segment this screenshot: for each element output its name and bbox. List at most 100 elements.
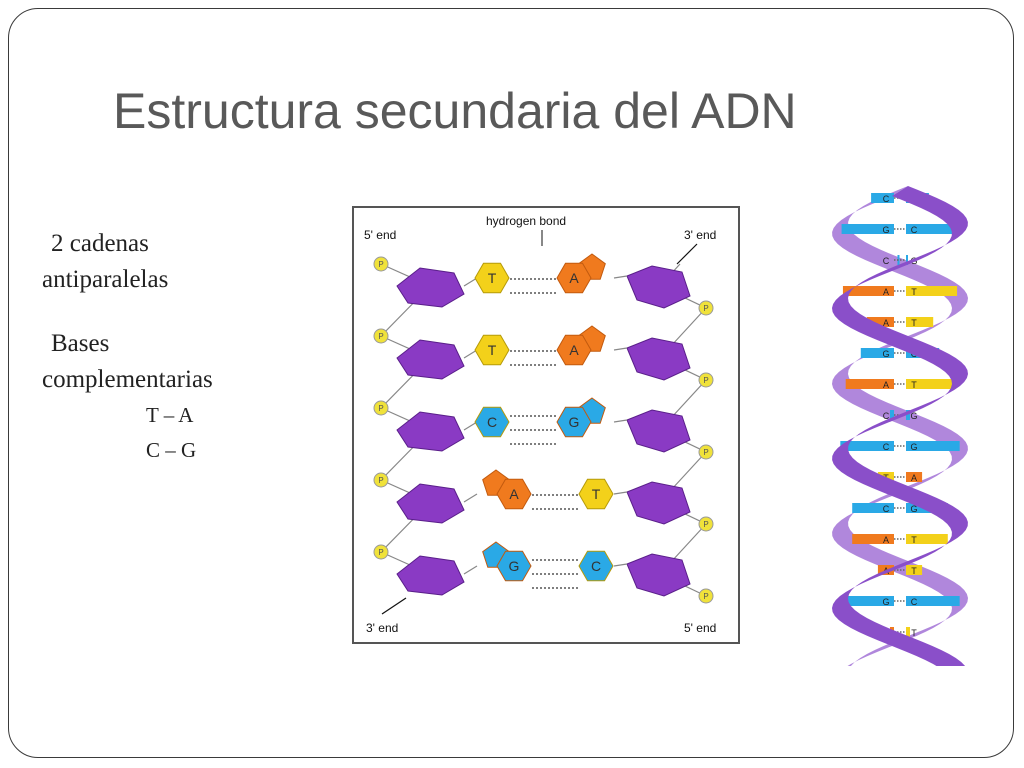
helix-base-C — [871, 193, 894, 203]
helix-base-label: G — [882, 225, 889, 235]
helix-base-G — [860, 348, 894, 358]
glycosidic-bond-right — [613, 563, 628, 567]
phosphate-label: P — [703, 592, 708, 601]
sugar-left-3 — [396, 483, 465, 524]
phosphate-right-3 — [698, 516, 714, 532]
helix-base-label: C — [883, 442, 890, 452]
phosphate-label: P — [378, 332, 383, 341]
purine-six-ring — [496, 478, 532, 510]
helix-base-G — [906, 441, 960, 451]
phosphate-right-0 — [698, 300, 714, 316]
phosphate-left-3 — [373, 472, 389, 488]
pyrimidine-ring — [474, 406, 510, 438]
helix-base-label: A — [883, 287, 889, 297]
phosphate-label: P — [703, 520, 708, 529]
phosphate-left-4 — [373, 544, 389, 560]
helix-base-T — [906, 379, 955, 389]
bullet-2-line-2: complementarias — [42, 366, 213, 393]
purine-six-ring — [556, 406, 592, 438]
helix-base-label: C — [911, 225, 918, 235]
dna-double-helix-illustration: CGGCCGATATGCATCGCGTACGATATGCAT — [832, 186, 968, 666]
bullet-1-line-2: antiparalelas — [42, 266, 169, 293]
phosphate-left-1 — [373, 328, 389, 344]
helix-base-label: G — [882, 597, 889, 607]
right-bottom-end-label: 5' end — [684, 621, 716, 635]
base-label: T — [488, 270, 497, 286]
base-label: A — [569, 270, 579, 286]
base-label: A — [569, 342, 579, 358]
helix-base-T — [906, 565, 923, 575]
nucleobase-C: C — [474, 406, 510, 438]
base-pair-ta: T – A — [146, 403, 194, 427]
left-backbone-strand — [379, 263, 432, 575]
base-label: A — [509, 486, 519, 502]
nucleobase-T: T — [474, 262, 510, 294]
glycosidic-bond-left — [463, 565, 478, 575]
helix-base-A — [866, 317, 894, 327]
helix-base-T — [906, 286, 958, 296]
helix-base-T — [906, 627, 911, 637]
glycosidic-bond-right — [613, 275, 628, 279]
bullet-1-line-1: 2 cadenas — [51, 230, 149, 257]
pyrimidine-ring — [578, 550, 614, 582]
phosphate-left-0 — [373, 256, 389, 272]
phosphate-right-4 — [698, 588, 714, 604]
phosphate-right-1 — [698, 372, 714, 388]
sugar-right-0 — [626, 265, 691, 309]
helix-base-label: G — [910, 411, 917, 421]
helix-base-A — [842, 286, 894, 296]
sugar-right-1 — [626, 337, 691, 381]
helix-base-C — [840, 441, 894, 451]
pyrimidine-ring — [578, 478, 614, 510]
phosphate-label: P — [378, 404, 383, 413]
nucleobase-A: A — [556, 253, 606, 294]
helix-base-label: C — [883, 504, 890, 514]
sugar-right-4 — [626, 553, 691, 597]
helix-base-label: C — [911, 597, 918, 607]
helix-base-G — [906, 410, 911, 420]
helix-base-A — [845, 379, 894, 389]
glycosidic-bond-right — [613, 491, 628, 495]
glycosidic-bond-left — [463, 493, 478, 503]
helix-base-label: A — [883, 318, 889, 328]
nucleobase-A: A — [556, 325, 606, 366]
glycosidic-bond-left — [463, 349, 478, 359]
sugar-left-2 — [396, 411, 465, 452]
right-top-end-pointer — [676, 243, 698, 265]
right-top-end-label: 3' end — [684, 228, 716, 242]
left-bottom-end-label: 3' end — [366, 621, 398, 635]
left-top-end-label: 5' end — [364, 228, 396, 242]
helix-base-G — [841, 224, 894, 234]
base-pair-cg: C – G — [146, 438, 197, 462]
hydrogen-bond-label: hydrogen bond — [486, 214, 566, 228]
helix-backbone-front — [832, 186, 968, 666]
helix-base-label: A — [911, 473, 917, 483]
base-label: T — [592, 486, 601, 502]
helix-base-label: T — [911, 318, 917, 328]
pyrimidine-ring — [474, 334, 510, 366]
phosphate-left-2 — [373, 400, 389, 416]
base-label: C — [591, 558, 601, 574]
phosphate-label: P — [703, 448, 708, 457]
base-label: C — [487, 414, 497, 430]
helix-base-label: C — [883, 411, 890, 421]
sugar-right-2 — [626, 409, 691, 453]
helix-base-A — [906, 472, 923, 482]
helix-base-label: T — [911, 380, 917, 390]
base-label: T — [488, 342, 497, 358]
helix-base-C — [852, 503, 894, 513]
helix-base-label: G — [910, 504, 917, 514]
pyrimidine-ring — [474, 262, 510, 294]
helix-base-label: T — [911, 628, 917, 638]
sugar-left-4 — [396, 555, 465, 596]
phosphate-label: P — [378, 548, 383, 557]
purine-six-ring — [556, 334, 592, 366]
base-label: G — [509, 558, 520, 574]
helix-base-label: T — [911, 287, 917, 297]
nucleobase-G: G — [556, 397, 606, 438]
nucleobase-G: G — [482, 541, 532, 582]
purine-six-ring — [556, 262, 592, 294]
sugar-right-3 — [626, 481, 691, 525]
purine-six-ring — [496, 550, 532, 582]
